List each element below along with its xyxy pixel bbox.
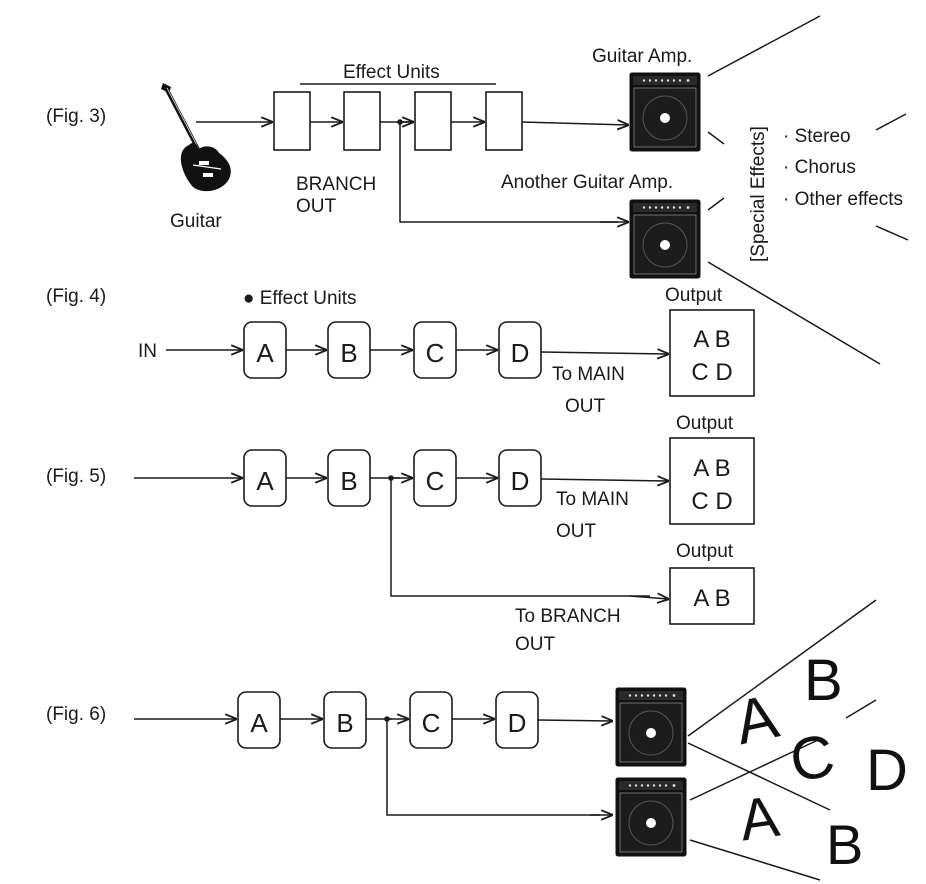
fig3-branch-out-line2: OUT [296, 196, 337, 217]
fig3-sound-line-3 [708, 198, 724, 210]
fig5-to-output-arrow [541, 479, 668, 481]
fig4-main-out-line1: To MAIN [552, 364, 625, 385]
fig3-effect-unit-2 [344, 92, 380, 150]
fig6-sound-letter-d: D [866, 738, 908, 803]
effect-chorus: · Chorus [783, 157, 856, 178]
fig4-to-output-arrow [541, 352, 668, 354]
fig3-sound-line-2 [708, 132, 724, 144]
fig6-unit-d-label: D [508, 708, 527, 738]
fig5-unit-b-label: B [340, 466, 357, 496]
effect-units-label: Effect Units [343, 62, 440, 83]
fig4-effect-units-label: ● Effect Units [243, 288, 357, 309]
fig6-to-amp-arrow [538, 720, 612, 721]
fig6-sound-letter-b2: B [826, 813, 863, 876]
fig5-branch-output-row: A B [693, 585, 730, 612]
fig4-output-row1: A B [693, 326, 730, 353]
fig4-unit-d-label: D [511, 338, 530, 368]
fig3-effect-unit-1 [274, 92, 310, 150]
fig6-unit-b-label: B [336, 708, 353, 738]
fig3-sound-line-5 [876, 114, 906, 130]
fig6-branch-amp-icon [616, 778, 686, 856]
fig3-effect-unit-3 [415, 92, 451, 150]
fig3-sound-line-1 [708, 16, 820, 76]
effect-other: · Other effects [783, 189, 903, 210]
fig6-sound-letter-a: A [729, 682, 784, 758]
another-amp-label: Another Guitar Amp. [501, 172, 673, 193]
fig6-label: (Fig. 6) [46, 704, 106, 725]
fig4-output-row2: C D [691, 359, 732, 386]
fig4-unit-a-label: A [256, 338, 274, 368]
fig4-label: (Fig. 4) [46, 286, 106, 307]
guitar-amp-icon [630, 73, 700, 151]
fig6-sound-letter-b: B [804, 648, 843, 713]
fig5-unit-a-label: A [256, 466, 274, 496]
fig6-sound-letter-c: C [785, 721, 839, 795]
fig5-main-out-line2: OUT [556, 521, 597, 542]
fig4-in-label: IN [138, 341, 157, 362]
fig5-unit-d-label: D [511, 466, 530, 496]
fig5-branch-output-label: Output [676, 541, 734, 562]
fig5-output-label: Output [676, 413, 734, 434]
fig3-label: (Fig. 3) [46, 106, 106, 127]
fig5-branch-out-line2: OUT [515, 634, 556, 655]
fig3-effect-unit-4 [486, 92, 522, 150]
fig5-main-out-line1: To MAIN [556, 489, 629, 510]
fig5-group: (Fig. 5) A B C D To MAIN OUT Output A B … [46, 413, 754, 655]
fig5-label: (Fig. 5) [46, 466, 106, 487]
special-effects-label: [Special Effects] [748, 126, 769, 262]
fig5-output-row1: A B [693, 455, 730, 482]
fig3-group: (Fig. 3) Guitar Effect Units BRANCH OUT [46, 16, 908, 364]
fig4-unit-c-label: C [426, 338, 445, 368]
fig6-unit-a-label: A [250, 708, 268, 738]
fig5-output-row2: C D [691, 488, 732, 515]
fig5-branch-out-line1: To BRANCH [515, 606, 621, 627]
fig6-unit-c-label: C [422, 708, 441, 738]
fig6-group: (Fig. 6) A B C D A B C D A B [46, 600, 908, 880]
fig5-unit-c-label: C [426, 466, 445, 496]
guitar-icon [161, 83, 231, 191]
guitar-amp-label: Guitar Amp. [592, 46, 692, 67]
fig6-sound-letter-a2: A [735, 784, 783, 854]
fig6-main-amp-icon [616, 688, 686, 766]
fig3-sound-line-6 [876, 226, 908, 240]
fig4-unit-b-label: B [340, 338, 357, 368]
another-guitar-amp-icon [630, 200, 700, 278]
effect-stereo: · Stereo [783, 126, 851, 147]
fig6-sound-line-5 [846, 700, 876, 718]
fig3-branch-out-line1: BRANCH [296, 174, 376, 195]
fig4-main-out-line2: OUT [565, 396, 606, 417]
fig4-output-label: Output [665, 285, 723, 306]
guitar-label: Guitar [170, 211, 222, 232]
fig3-to-amp-line [522, 122, 628, 125]
fig4-group: (Fig. 4) ● Effect Units IN A B C D To MA… [46, 285, 754, 417]
